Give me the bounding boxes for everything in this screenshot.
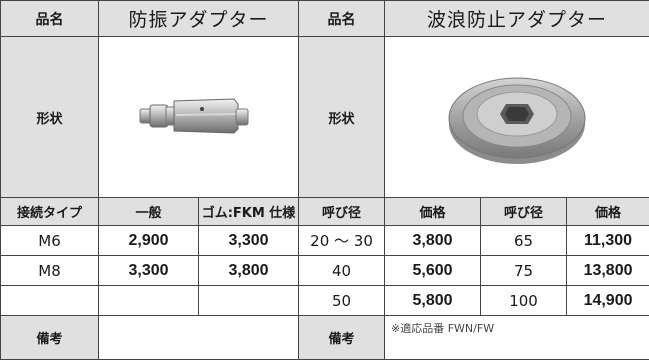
nominal-cell: 65 (481, 226, 567, 256)
nominal-diameter-header-2: 呼び径 (481, 198, 567, 226)
connection-type-cell (1, 286, 99, 316)
price-cell: 11,300 (567, 226, 649, 256)
table-row: M8 3,300 3,800 40 5,600 75 13,800 (1, 256, 649, 286)
price-cell: 3,800 (385, 226, 481, 256)
wave-prevention-adapter-disc-icon (442, 62, 592, 172)
rubber-price-cell: 3,800 (199, 256, 299, 286)
price-header-1: 価格 (385, 198, 481, 226)
price-cell: 14,900 (567, 286, 649, 316)
price-cell: 5,800 (385, 286, 481, 316)
vibration-adapter-fitting-icon (134, 87, 264, 147)
general-header: 一般 (99, 198, 199, 226)
right-shape-label: 形状 (299, 37, 385, 198)
rubber-price-cell: 3,300 (199, 226, 299, 256)
left-product-name: 防振アダプター (99, 1, 299, 37)
general-price-cell: 3,300 (99, 256, 199, 286)
price-header-2: 価格 (567, 198, 649, 226)
general-price-cell: 2,900 (99, 226, 199, 256)
connection-type-header: 接続タイプ (1, 198, 99, 226)
connection-type-cell: M8 (1, 256, 99, 286)
nominal-cell: 100 (481, 286, 567, 316)
connection-type-cell: M6 (1, 226, 99, 256)
nominal-cell: 75 (481, 256, 567, 286)
left-name-label: 品名 (1, 1, 99, 37)
right-shape-image (385, 37, 649, 198)
right-remarks-note: ※適応品番 FWN/FW (385, 316, 649, 360)
rubber-price-cell (199, 286, 299, 316)
table-row: 50 5,800 100 14,900 (1, 286, 649, 316)
table-row: M6 2,900 3,300 20 ～ 30 3,800 65 11,300 (1, 226, 649, 256)
right-remarks-label: 備考 (299, 316, 385, 360)
left-remarks-label: 備考 (1, 316, 99, 360)
right-name-label: 品名 (299, 1, 385, 37)
general-price-cell (99, 286, 199, 316)
price-cell: 5,600 (385, 256, 481, 286)
right-product-name: 波浪防止アダプター (385, 1, 649, 37)
left-shape-image (99, 37, 299, 198)
nominal-cell: 40 (299, 256, 385, 286)
left-shape-label: 形状 (1, 37, 99, 198)
nominal-diameter-header-1: 呼び径 (299, 198, 385, 226)
rubber-header: ゴム:FKM 仕様 (199, 198, 299, 226)
nominal-cell: 20 ～ 30 (299, 226, 385, 256)
price-cell: 13,800 (567, 256, 649, 286)
left-remarks-cell (99, 316, 299, 360)
nominal-cell: 50 (299, 286, 385, 316)
